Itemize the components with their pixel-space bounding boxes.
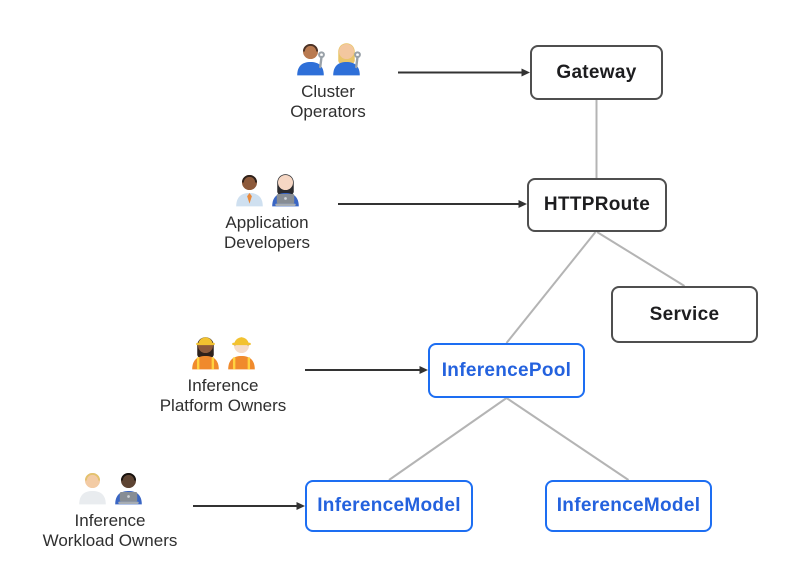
persona-label-line: Workload Owners xyxy=(42,531,178,550)
man-construction-worker-icon xyxy=(225,331,258,371)
persona-label-line: Developers xyxy=(224,233,310,252)
woman-technologist-icon xyxy=(269,168,302,208)
man-office-worker-icon xyxy=(233,168,266,208)
application-developers-emoji-group xyxy=(233,168,302,208)
persona-label-line: Inference xyxy=(187,376,259,395)
inference-platform-owners-emoji-group xyxy=(189,331,258,371)
persona-inference-workload-owners: Inference Workload Owners xyxy=(10,466,210,551)
man-technologist-icon xyxy=(112,466,145,506)
node-service: Service xyxy=(611,286,758,343)
node-httproute: HTTPRoute xyxy=(527,178,667,232)
node-inference-model-left: InferenceModel xyxy=(305,480,473,532)
node-gateway: Gateway xyxy=(530,45,663,100)
edge-httproute-inferencepool xyxy=(505,231,597,344)
health-worker-icon xyxy=(76,466,109,506)
persona-inference-platform-owners: Inference Platform Owners xyxy=(123,331,323,416)
woman-construction-worker-icon xyxy=(189,331,222,371)
node-gateway-label: Gateway xyxy=(556,61,637,83)
persona-label-line: Inference xyxy=(74,511,146,530)
man-mechanic-icon xyxy=(294,37,327,77)
edge-httproute-service xyxy=(596,231,686,287)
persona-label-line: Operators xyxy=(290,102,366,121)
node-inference-model-right-label: InferenceModel xyxy=(556,495,701,516)
persona-label-line: Cluster xyxy=(301,82,355,101)
inference-workload-owners-emoji-group xyxy=(76,466,145,506)
persona-label-line: Application xyxy=(225,213,309,232)
persona-application-developers: Application Developers xyxy=(167,168,367,253)
edge-inferencepool-inferencemodel-left xyxy=(388,397,508,481)
node-inference-pool-label: InferencePool xyxy=(441,359,572,381)
woman-mechanic-icon xyxy=(330,37,363,77)
node-service-label: Service xyxy=(649,303,720,325)
node-inference-pool: InferencePool xyxy=(428,343,585,398)
persona-cluster-operators: Cluster Operators xyxy=(228,37,428,122)
node-httproute-label: HTTPRoute xyxy=(543,194,651,215)
cluster-operators-emoji-group xyxy=(294,37,363,77)
edge-inferencepool-inferencemodel-right xyxy=(505,397,630,481)
node-inference-model-right: InferenceModel xyxy=(545,480,712,532)
node-inference-model-left-label: InferenceModel xyxy=(317,495,461,516)
persona-label-line: Platform Owners xyxy=(159,396,287,415)
